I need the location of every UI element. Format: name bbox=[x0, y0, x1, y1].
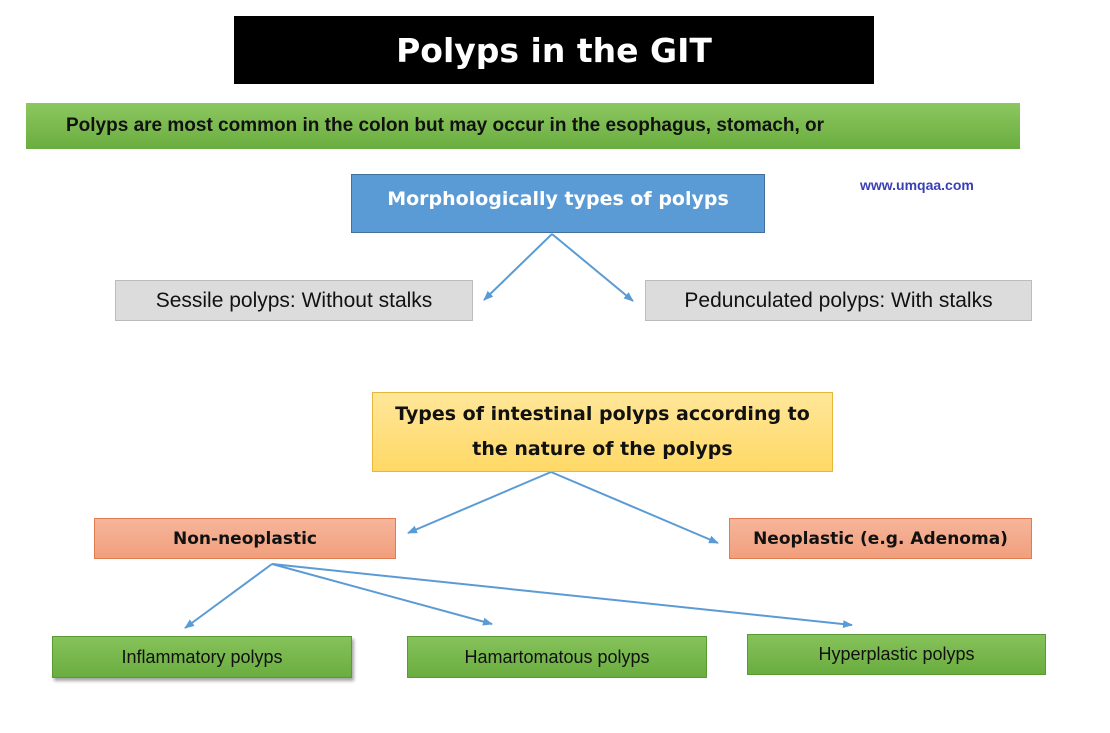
arrow-nature-to-neoplastic bbox=[550, 471, 719, 544]
intro-banner: Polyps are most common in the colon but … bbox=[26, 103, 1020, 149]
nature-heading-box: Types of intestinal polyps according to … bbox=[372, 392, 833, 472]
arrow-nonneo-to-hamartomatous bbox=[271, 563, 493, 626]
nature-heading-line1: Types of intestinal polyps according to bbox=[395, 403, 810, 425]
morphology-heading-box: Morphologically types of polyps bbox=[351, 174, 765, 233]
neoplastic-label: Neoplastic (e.g. Adenoma) bbox=[753, 528, 1008, 549]
hamartomatous-polyps-box: Hamartomatous polyps bbox=[407, 636, 707, 678]
page-title-text: Polyps in the GIT bbox=[396, 30, 712, 70]
non-neoplastic-label: Non-neoplastic bbox=[173, 528, 317, 549]
inflammatory-polyps-label: Inflammatory polyps bbox=[121, 646, 283, 667]
hamartomatous-polyps-label: Hamartomatous polyps bbox=[464, 646, 650, 667]
arrow-nonneo-to-inflammatory bbox=[184, 563, 273, 629]
pedunculated-polyps-label: Pedunculated polyps: With stalks bbox=[684, 288, 993, 312]
arrow-nonneo-to-hyperplastic bbox=[271, 563, 853, 629]
neoplastic-box: Neoplastic (e.g. Adenoma) bbox=[729, 518, 1032, 559]
sessile-polyps-box: Sessile polyps: Without stalks bbox=[115, 280, 473, 321]
hyperplastic-polyps-box: Hyperplastic polyps bbox=[747, 634, 1046, 675]
non-neoplastic-box: Non-neoplastic bbox=[94, 518, 396, 559]
inflammatory-polyps-box: Inflammatory polyps bbox=[52, 636, 352, 678]
arrow-nature-to-nonneoplastic bbox=[407, 471, 552, 534]
intro-text: Polyps are most common in the colon but … bbox=[66, 115, 825, 136]
morphology-heading: Morphologically types of polyps bbox=[387, 187, 729, 210]
page-title: Polyps in the GIT bbox=[234, 16, 874, 84]
website-watermark: www.umqaa.com bbox=[860, 177, 974, 193]
nature-heading-line2: the nature of the polyps bbox=[472, 438, 733, 460]
hyperplastic-polyps-label: Hyperplastic polyps bbox=[818, 644, 975, 664]
arrow-morph-to-pedunculated bbox=[551, 233, 634, 302]
pedunculated-polyps-box: Pedunculated polyps: With stalks bbox=[645, 280, 1032, 321]
sessile-polyps-label: Sessile polyps: Without stalks bbox=[155, 288, 433, 312]
arrow-morph-to-sessile bbox=[483, 233, 553, 301]
